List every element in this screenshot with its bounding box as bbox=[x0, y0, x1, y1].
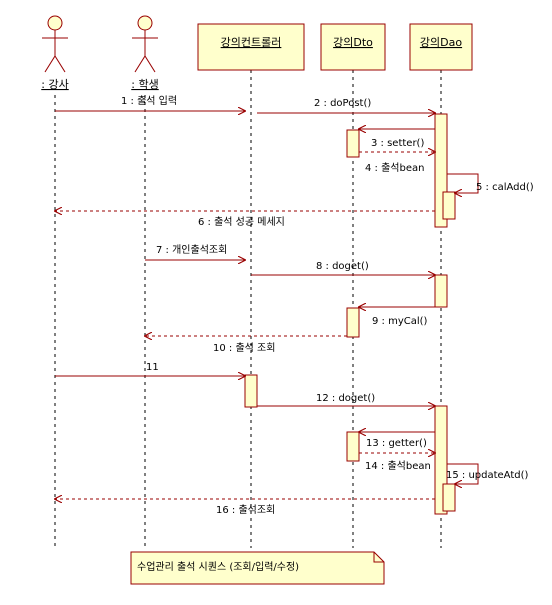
diagram-note: 수업관리 출석 시퀀스 (조회/입력/수정) bbox=[130, 551, 385, 585]
message-15-label: 15 : updateAtd() bbox=[446, 470, 529, 481]
message-10-label: 10 : 출석 조회 bbox=[213, 342, 275, 354]
activation-dto-2 bbox=[346, 307, 360, 338]
object-dao-box bbox=[409, 23, 473, 71]
actor-head bbox=[47, 15, 63, 31]
message-1-label: 1 : 출석 입력 bbox=[121, 94, 177, 107]
object-dao-label: 강의Dao bbox=[420, 36, 462, 49]
object-dto-box bbox=[320, 23, 386, 71]
message-15-arrow bbox=[447, 463, 479, 484]
object-controller-label: 강의컨트롤러 bbox=[221, 36, 282, 49]
message-9-label: 9 : myCal() bbox=[372, 316, 428, 327]
message-2-label: 2 : doPost() bbox=[314, 98, 371, 109]
note-text: 수업관리 출석 시퀀스 (조회/입력/수정) bbox=[137, 560, 299, 573]
message-5-label: 5 : calAdd() bbox=[476, 182, 534, 193]
message-13-label: 13 : getter() bbox=[366, 438, 427, 449]
message-12-label: 12 : doget() bbox=[316, 393, 375, 404]
activation-dao-2 bbox=[434, 274, 448, 308]
activation-dto-3 bbox=[346, 431, 360, 462]
message-16-label: 16 : 출석조회 bbox=[216, 504, 275, 516]
object-controller-box bbox=[197, 23, 305, 71]
message-8-label: 8 : doget() bbox=[316, 261, 369, 272]
messages bbox=[55, 111, 479, 499]
activation-dao-self-2 bbox=[442, 483, 456, 512]
actor-head bbox=[137, 15, 153, 31]
message-14-label: 14 : 출석bean bbox=[365, 460, 431, 472]
message-4-label: 4 : 출석bean bbox=[365, 162, 424, 174]
message-7-label: 7 : 개인출석조회 bbox=[156, 244, 227, 256]
message-3-label: 3 : setter() bbox=[371, 138, 424, 149]
activation-dto-1 bbox=[346, 129, 360, 158]
note-fold bbox=[373, 552, 384, 563]
message-labels: 1 : 출석 입력 2 : doPost() 3 : setter() 4 : … bbox=[121, 94, 534, 516]
activation-controller-1 bbox=[244, 374, 258, 408]
actor-lecturer bbox=[42, 15, 68, 73]
actor-lecturer-label: : 강사 bbox=[41, 78, 68, 91]
message-5-arrow bbox=[447, 173, 479, 193]
activation-dao-self-1 bbox=[442, 191, 456, 220]
message-6-label: 6 : 출석 성공 메세지 bbox=[198, 216, 285, 228]
message-11-label: 11 bbox=[146, 362, 159, 373]
object-dto-label: 강의Dto bbox=[333, 36, 373, 49]
actor-student-label: : 학생 bbox=[131, 78, 158, 91]
activations bbox=[244, 113, 456, 515]
actor-student bbox=[132, 15, 158, 73]
note-shape bbox=[130, 551, 385, 585]
